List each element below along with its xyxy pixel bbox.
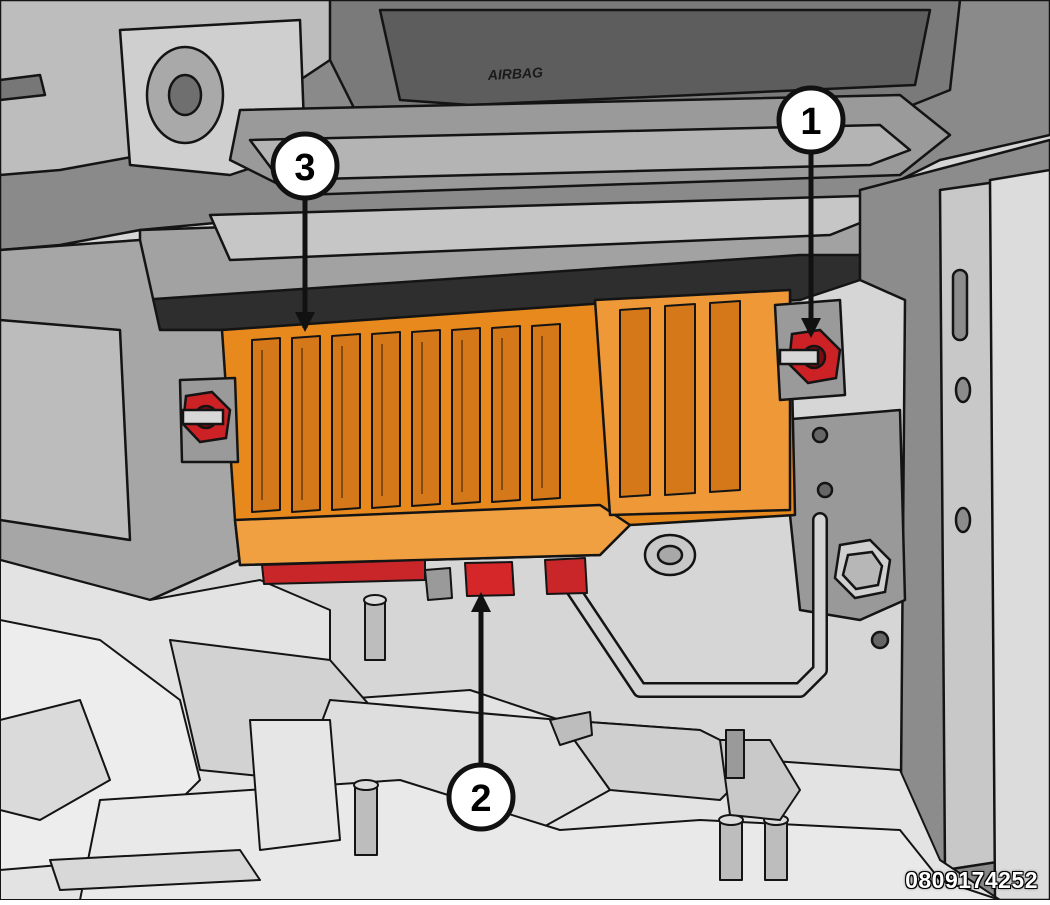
figure-id: 0809174252 (905, 867, 1038, 893)
lower-console (0, 559, 1001, 901)
round-spacer (643, 533, 697, 577)
callout-1: 1 (776, 85, 846, 155)
callout-arrows (295, 148, 821, 766)
callout-2: 2 (446, 762, 516, 832)
callout-3-label: 3 (294, 147, 315, 189)
callout-3: 3 (270, 131, 340, 201)
left-bracket (0, 73, 242, 602)
callout-2-label: 2 (470, 778, 491, 820)
callout-1-label: 1 (800, 101, 821, 143)
dash-structure (0, 0, 1050, 332)
electrical-connector (261, 557, 588, 601)
control-module (178, 288, 847, 567)
support-rod (552, 512, 828, 698)
right-bracket (778, 138, 1050, 902)
mounting-nut-left (181, 390, 232, 444)
airbag-label: AIRBAG (486, 64, 543, 83)
hex-nut (833, 538, 892, 600)
